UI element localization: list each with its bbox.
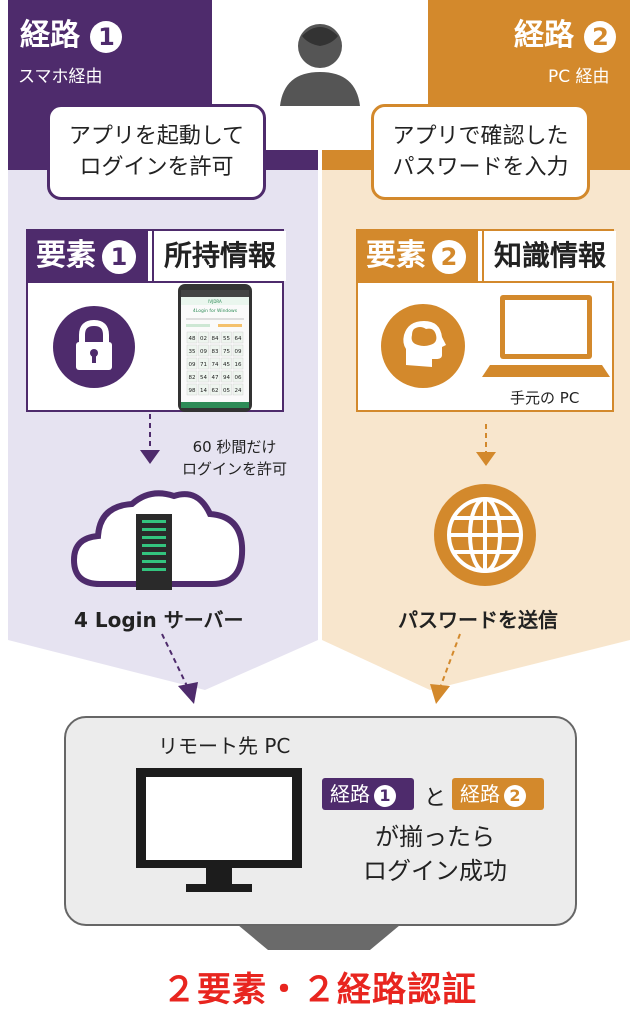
phone-code-value: 84 <box>212 336 219 342</box>
badge-connector: と <box>424 786 447 811</box>
phone-code-cell <box>186 331 198 344</box>
phone-code-cell <box>186 370 198 383</box>
route1-num: 1 <box>90 20 123 53</box>
phone-code-cell <box>209 344 221 357</box>
phone-code-cell <box>198 344 209 357</box>
send-label: パスワードを送信 <box>398 608 558 632</box>
phone-code-cell <box>186 357 198 370</box>
phone-code-value: 55 <box>223 336 230 342</box>
phone-code-value: 74 <box>212 362 219 368</box>
cloud-server-icon <box>70 490 246 590</box>
phone-code-cell <box>232 370 244 383</box>
route1-arrow-down <box>140 414 160 464</box>
phone-code-cell <box>232 357 244 370</box>
phone-code-value: 09 <box>235 349 242 355</box>
phone-code-cell <box>209 383 221 396</box>
phone-code-value: 35 <box>189 349 196 355</box>
phone-code-value: 98 <box>189 388 196 394</box>
remote-title: リモート先 PC <box>158 734 291 758</box>
phone-code-cell <box>198 383 209 396</box>
success-text: が揃ったら ログイン成功 <box>363 823 507 885</box>
phone-code-value: 71 <box>200 362 207 368</box>
server-label: 4 Login サーバー <box>74 608 244 632</box>
phone-code-cell <box>186 344 198 357</box>
phone-code-cell <box>209 357 221 370</box>
phone-code-value: 54 <box>200 375 207 381</box>
phone-code-cell <box>221 370 232 383</box>
phone-code-value: 14 <box>200 388 207 394</box>
factor2-type: 知識情報 <box>482 231 616 281</box>
phone-code-grid: 48 02 84 55 64 35 09 83 75 09 09 71 74 45 16 82 54 47 94 06… <box>186 331 244 396</box>
phone-code-value: 02 <box>200 336 207 342</box>
phone-code-value: 09 <box>200 349 207 355</box>
brain-head-icon <box>381 304 465 388</box>
phone-code-cell <box>209 370 221 383</box>
person-icon <box>280 24 360 106</box>
lock-icon <box>53 306 135 388</box>
phone-code-value: 82 <box>189 375 196 381</box>
phone-code-cell <box>221 357 232 370</box>
diagonal-arrows <box>161 633 461 704</box>
phone-code-value: 06 <box>235 375 242 381</box>
route1-title: 経路 1 <box>20 10 123 54</box>
route2-arrow-down <box>476 424 496 466</box>
phone-code-cell <box>232 344 244 357</box>
phone-code-cell <box>198 370 209 383</box>
phone-code-value: 24 <box>235 388 242 394</box>
phone-code-value: 75 <box>223 349 230 355</box>
phone-code-cell <box>232 383 244 396</box>
route2-bubble: アプリで確認した パスワードを入力 <box>371 104 590 200</box>
smartphone-icon: IVJDRA 4Login for Windows 48 02 84 55 64 35 09… <box>178 284 252 412</box>
svg-text:4Login for Windows: 4Login for Windows <box>193 308 238 314</box>
phone-code-value: 16 <box>235 362 242 368</box>
phone-code-value: 48 <box>189 336 196 342</box>
route2-subtitle: PC 経由 <box>548 67 610 87</box>
laptop-icon <box>482 295 610 377</box>
phone-code-cell <box>186 383 198 396</box>
phone-code-cell <box>198 331 209 344</box>
route1-note: 60 秒間だけ ログインを許可 <box>182 438 288 478</box>
route2-title: 経路 2 <box>514 10 617 54</box>
phone-code-value: 83 <box>212 349 219 355</box>
phone-code-cell <box>232 331 244 344</box>
phone-code-cell <box>221 344 232 357</box>
monitor-icon <box>136 768 302 892</box>
phone-code-cell <box>221 331 232 344</box>
phone-code-value: 94 <box>223 375 230 381</box>
footer-title: ２要素・２経路認証 <box>162 970 477 1010</box>
phone-code-value: 45 <box>223 362 230 368</box>
route2-num: 2 <box>584 20 617 53</box>
phone-code-value: 62 <box>212 388 219 394</box>
phone-code-value: 05 <box>223 388 230 394</box>
route1-subtitle: スマホ経由 <box>18 67 103 87</box>
svg-text:IVJDRA: IVJDRA <box>208 299 222 304</box>
globe-icon <box>434 484 536 586</box>
route1-bubble: アプリを起動して ログインを許可 <box>47 104 266 200</box>
phone-code-value: 09 <box>189 362 196 368</box>
factor1-type: 所持情報 <box>152 231 286 281</box>
phone-code-cell <box>209 331 221 344</box>
phone-code-value: 47 <box>212 375 219 381</box>
phone-code-cell <box>198 357 209 370</box>
laptop-caption: 手元の PC <box>510 389 580 407</box>
phone-code-value: 64 <box>235 336 242 342</box>
phone-code-cell <box>221 383 232 396</box>
